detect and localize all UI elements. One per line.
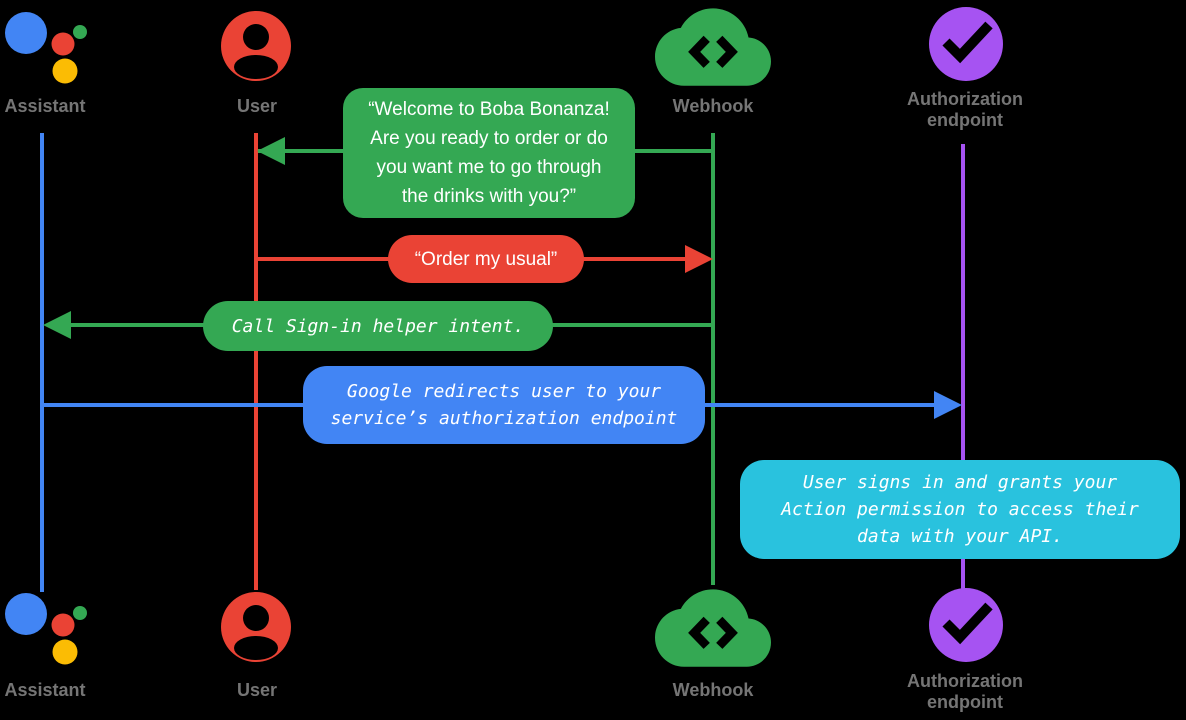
user-lifeline — [254, 133, 258, 590]
signin-message-bubble: Call Sign-in helper intent. — [203, 301, 553, 351]
arrowhead-right-icon — [934, 391, 962, 419]
actor-label-line: endpoint — [927, 110, 1003, 130]
message-text: “Order my usual” — [414, 248, 558, 270]
note-text: Action permission to access their — [781, 499, 1139, 520]
arrowhead-left-icon — [43, 311, 71, 339]
actor-label-line: Authorization — [907, 89, 1023, 109]
welcome-message-bubble: “Welcome to Boba Bonanza! Are you ready … — [343, 88, 635, 218]
actor-label-authorization-endpoint: Authorization endpoint — [907, 671, 1023, 713]
authorization-endpoint-lifeline — [961, 144, 965, 590]
actor-label-assistant: Assistant — [4, 680, 86, 700]
arrowhead-right-icon — [685, 245, 713, 273]
actor-label-webhook: Webhook — [672, 96, 754, 116]
message-text: “Welcome to Boba Bonanza! — [368, 99, 610, 120]
order-message-bubble: “Order my usual” — [388, 235, 584, 283]
actor-label-authorization-endpoint: Authorization endpoint — [907, 89, 1023, 131]
google-assistant-icon — [5, 593, 87, 665]
cloud-code-icon — [655, 8, 771, 86]
message-text: the drinks with you?” — [401, 186, 577, 207]
message-text: Are you ready to order or do — [370, 128, 608, 149]
redirect-message-bubble: Google redirects user to your service’s … — [303, 366, 705, 444]
message-text: Google redirects user to your — [346, 381, 662, 402]
actor-label-user: User — [236, 96, 278, 116]
note-text: User signs in and grants your — [802, 472, 1118, 493]
actor-label-webhook: Webhook — [672, 680, 754, 700]
user-icon — [221, 11, 291, 81]
cloud-code-icon — [655, 589, 771, 667]
webhook-lifeline — [711, 133, 715, 585]
message-text: you want me to go through — [376, 157, 602, 178]
user-icon — [221, 592, 291, 662]
actor-label-user: User — [236, 680, 278, 700]
note-text: data with your API. — [857, 526, 1063, 547]
message-text: service’s authorization endpoint — [330, 408, 678, 429]
message-text: Call Sign-in helper intent. — [231, 315, 525, 337]
check-circle-icon — [929, 588, 1003, 662]
actor-label-line: endpoint — [927, 692, 1003, 712]
check-circle-icon — [929, 7, 1003, 81]
google-assistant-icon — [5, 12, 87, 84]
signin-note-bubble: User signs in and grants your Action per… — [740, 460, 1180, 559]
actor-label-line: Authorization — [907, 671, 1023, 691]
assistant-lifeline — [40, 133, 44, 592]
arrowhead-left-icon — [257, 137, 285, 165]
actor-label-assistant: Assistant — [4, 96, 86, 116]
